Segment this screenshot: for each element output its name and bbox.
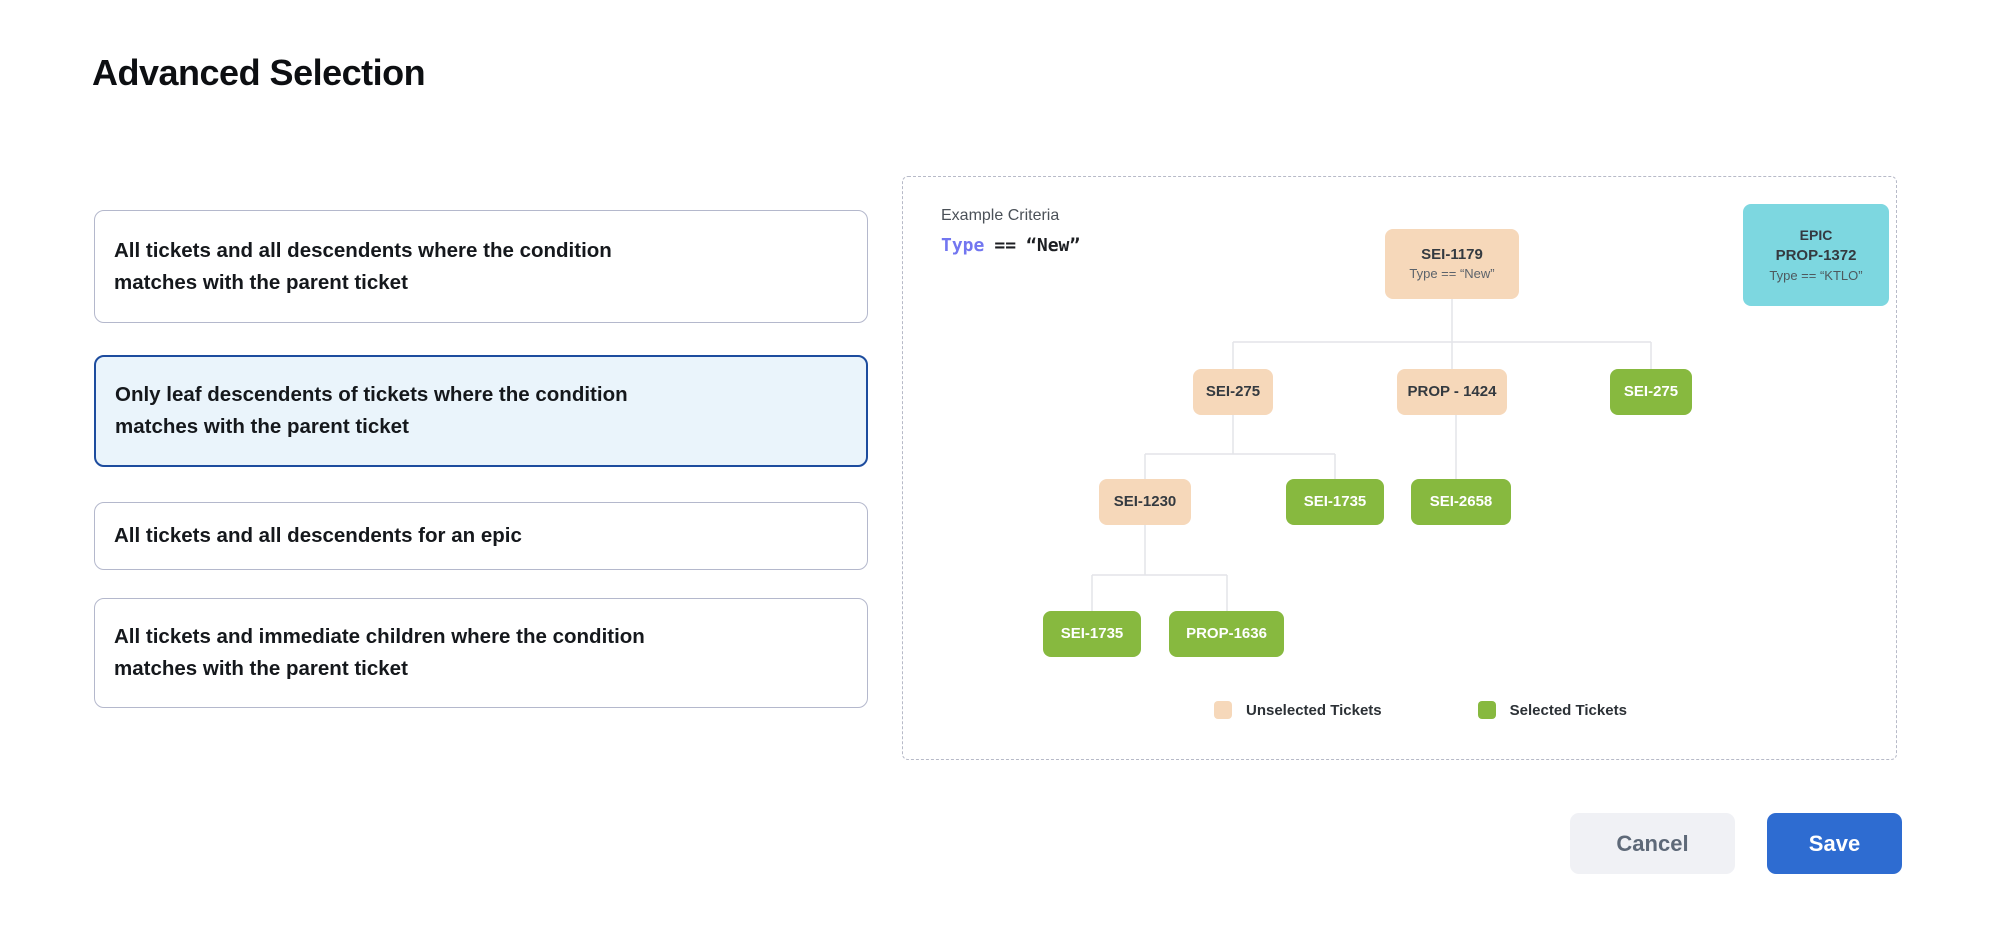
legend-label: Unselected Tickets <box>1246 701 1382 719</box>
tree-node-selected: PROP-1636 <box>1169 611 1284 657</box>
tree-node: SEI-1230 <box>1099 479 1191 525</box>
selected-swatch-icon <box>1477 701 1496 719</box>
legend-label: Selected Tickets <box>1509 701 1627 719</box>
criteria-field: Type <box>941 235 985 256</box>
legend: Unselected Tickets Selected Tickets <box>1214 701 1627 719</box>
ticket-id: SEI-1179 <box>1421 245 1483 263</box>
criteria-operator: == <box>994 235 1017 256</box>
option-all-descendents-condition[interactable]: All tickets and all descendents where th… <box>94 210 868 323</box>
ticket-id: SEI-275 <box>1205 383 1261 401</box>
tree-node-selected: SEI-1735 <box>1043 611 1141 657</box>
example-criteria-heading: Example Criteria <box>941 207 1060 224</box>
unselected-swatch-icon <box>1214 701 1232 719</box>
legend-item-selected: Selected Tickets <box>1477 701 1627 719</box>
ticket-id: PROP-1636 <box>1186 625 1267 643</box>
ticket-condition: Type == “New” <box>1409 266 1495 282</box>
tree-node: PROP - 1424 <box>1397 369 1507 415</box>
option-leaf-descendents-condition[interactable]: Only leaf descendents of tickets where t… <box>94 355 868 467</box>
cancel-button[interactable]: Cancel <box>1570 813 1735 874</box>
option-all-descendents-epic[interactable]: All tickets and all descendents for an e… <box>94 502 868 570</box>
ticket-id: SEI-1735 <box>1303 493 1367 511</box>
tree-node: SEI-275 <box>1193 369 1273 415</box>
ticket-condition: Type == “KTLO” <box>1769 267 1863 283</box>
ticket-id: SEI-1735 <box>1060 625 1124 643</box>
epic-card: EPIC PROP-1372 Type == “KTLO” <box>1743 204 1889 306</box>
option-label: All tickets and all descendents where th… <box>114 238 612 294</box>
option-label: All tickets and immediate children where… <box>114 625 645 680</box>
example-criteria-expression: Type == “New” <box>941 235 1080 256</box>
ticket-id: SEI-1230 <box>1113 493 1177 511</box>
tree-node-selected: SEI-275 <box>1610 369 1692 415</box>
tree-node-root: SEI-1179 Type == “New” <box>1385 229 1519 299</box>
tree-node-selected: SEI-1735 <box>1286 479 1384 525</box>
save-button[interactable]: Save <box>1767 813 1902 874</box>
ticket-id: PROP - 1424 <box>1407 383 1497 401</box>
ticket-id: SEI-275 <box>1623 383 1679 401</box>
tree-connector-lines <box>1091 299 1652 611</box>
criteria-value: “New” <box>1026 235 1081 256</box>
page-title: Advanced Selection <box>92 52 426 93</box>
tree-node-selected: SEI-2658 <box>1411 479 1511 525</box>
ticket-id: PROP-1372 <box>1775 246 1857 264</box>
example-panel: Example Criteria Type == “New” SEI-1179 Ty… <box>902 176 1897 760</box>
option-label: All tickets and all descendents for an e… <box>114 524 522 547</box>
option-immediate-children-condition[interactable]: All tickets and immediate children where… <box>94 598 868 708</box>
epic-kind-label: EPIC <box>1799 226 1833 243</box>
ticket-id: SEI-2658 <box>1429 493 1493 511</box>
legend-item-unselected: Unselected Tickets <box>1214 701 1382 719</box>
option-label: Only leaf descendents of tickets where t… <box>115 383 628 438</box>
